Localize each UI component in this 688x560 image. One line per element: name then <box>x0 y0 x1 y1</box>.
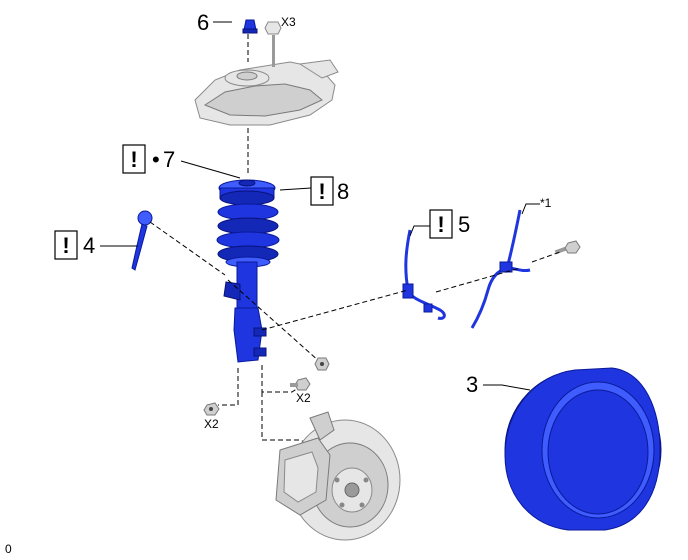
caution-icon-item7: ! <box>130 147 137 172</box>
mount-stud-icon <box>264 21 282 67</box>
caution-box-item7 <box>122 144 146 174</box>
caution-box-item8 <box>310 176 334 206</box>
caution-icon-item4: ! <box>62 233 69 258</box>
note-star1: *1 <box>540 196 552 210</box>
callout-item8: 8 <box>337 179 349 204</box>
caution-box-item4 <box>54 230 78 260</box>
caution-box-item5 <box>429 209 453 239</box>
callout-item5: 5 <box>458 212 470 237</box>
callout-item3: 3 <box>466 372 478 397</box>
qty-label-x3: X3 <box>281 15 296 29</box>
speed-sensor-harness <box>402 229 446 320</box>
harness-star1 <box>470 209 531 329</box>
stabilizer-link <box>131 210 153 271</box>
caution-icon-item8: ! <box>318 179 325 204</box>
callout-item7: 7 <box>163 147 175 172</box>
nut-icon-link <box>314 357 330 371</box>
corner-code: 0 <box>5 542 12 556</box>
upper-body-mount <box>194 59 339 126</box>
wheel-tire <box>504 367 662 531</box>
qty-label-x2-nut: X2 <box>204 417 219 431</box>
bolt-icon-upper-x2 <box>290 377 311 391</box>
caution-icon-item5: ! <box>437 212 444 237</box>
bullet-item7: • <box>152 147 160 172</box>
callout-item4: 4 <box>83 233 95 258</box>
steering-knuckle-brake <box>275 411 401 541</box>
nut-icon-item6 <box>242 19 258 34</box>
front-strut-assembly <box>216 179 280 363</box>
callout-item6: 6 <box>197 10 209 35</box>
qty-label-x2-bolt: X2 <box>296 391 311 405</box>
nut-icon-lower-x2 <box>203 402 220 416</box>
